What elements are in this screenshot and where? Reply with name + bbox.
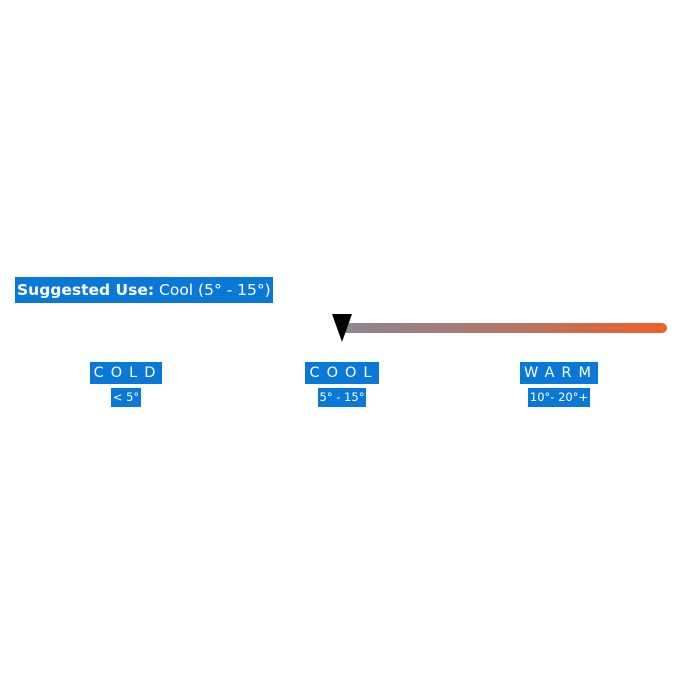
suggested-use-label: Suggested Use:	[17, 281, 155, 299]
category-cold: COLD < 5°	[61, 362, 191, 407]
category-warm: WARM 10°- 20°+	[494, 362, 624, 407]
pointer-down-icon	[332, 314, 352, 342]
suggested-use: Suggested Use: Cool (5° - 15°)	[15, 277, 273, 303]
category-cool-label: COOL	[305, 362, 379, 384]
suggested-use-value: Cool (5° - 15°)	[159, 281, 271, 299]
temperature-gradient-bar	[341, 323, 667, 333]
category-cold-range: < 5°	[110, 388, 142, 407]
category-cool: COOL 5° - 15°	[277, 362, 407, 407]
category-warm-range: 10°- 20°+	[527, 388, 591, 407]
category-warm-label: WARM	[519, 362, 599, 384]
category-cool-range: 5° - 15°	[317, 388, 367, 407]
category-cold-label: COLD	[89, 362, 163, 384]
